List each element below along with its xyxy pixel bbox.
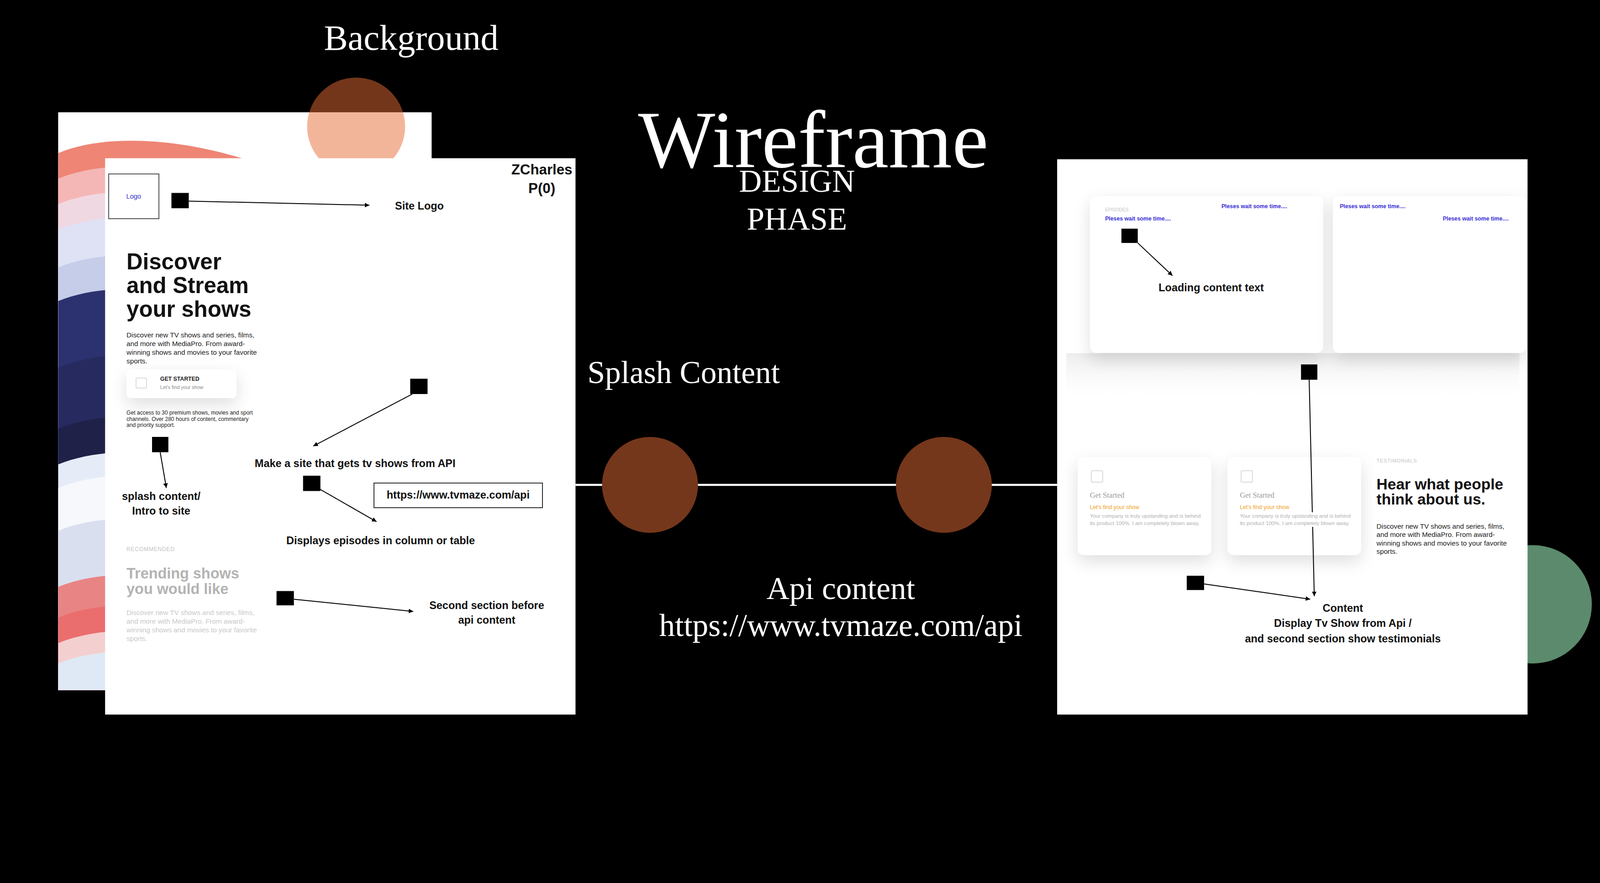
card-text: Your company is truly upstanding and is … <box>1089 512 1205 528</box>
leader-line <box>188 200 370 206</box>
page-title: Wireframe <box>638 99 989 181</box>
annotation: Content <box>1322 601 1364 615</box>
section-label: Splash Content <box>587 354 780 391</box>
hero-heading: Discover and Stream your shows <box>126 249 258 321</box>
callout-square <box>1121 228 1138 243</box>
checkbox-icon <box>1240 470 1253 483</box>
fine-print: Get access to 30 premium shows, movies a… <box>126 410 258 429</box>
annotation: Site Logo <box>394 200 444 213</box>
author-note: ZCharles P(0) <box>508 161 576 199</box>
section-heading: Trending shows you would like <box>126 566 260 597</box>
callout-square <box>1300 364 1318 380</box>
url-box: https://www.tvmaze.com/api <box>373 482 543 509</box>
callout-square <box>303 475 321 492</box>
annotation: splash content/ Intro to site <box>112 489 211 519</box>
api-page-sheet <box>1057 159 1528 715</box>
section-label: Background <box>323 17 499 59</box>
card-subtitle: Let's find your show <box>1089 504 1140 511</box>
feature-card: Get StartedLet's find your showYour comp… <box>1077 457 1212 556</box>
timeline-dot <box>601 436 698 533</box>
logo-box: Logo <box>108 173 160 220</box>
loading-text: Pleses wait some time.... <box>1339 203 1406 210</box>
callout-square <box>171 193 189 209</box>
card-subtitle: Let's find your show <box>1239 504 1290 511</box>
annotation: and second section show testimonials <box>1244 632 1441 645</box>
callout-square <box>276 591 295 606</box>
episode-card: Pleses wait some time.... Pleses wait som… <box>1332 195 1527 353</box>
section-text: Discover new TV shows and series, films,… <box>126 608 266 643</box>
card-title: Get Started <box>1239 490 1275 500</box>
front-page: Discover and Stream your showsDiscover n… <box>105 157 576 715</box>
timeline-dot <box>895 436 992 533</box>
card-shadow-band <box>1066 353 1520 405</box>
section-label: Api content <box>766 570 916 608</box>
leader-line <box>313 394 413 447</box>
loading-text: Pleses wait some time.... <box>1221 203 1288 210</box>
cta-subtitle: Let's find your show <box>160 384 204 390</box>
section-heading: Hear what people think about us. <box>1376 476 1515 508</box>
leader-line <box>319 489 377 522</box>
leader-line <box>160 452 167 488</box>
loading-text: Pleses wait some time.... <box>1442 215 1509 222</box>
callout-square <box>1186 575 1205 590</box>
leader-line <box>294 599 414 612</box>
front-page-sheet <box>105 158 576 716</box>
episode-card: EPISODES Pleses wait some time.... Pleses … <box>1089 195 1324 353</box>
callout-square <box>410 378 428 395</box>
section-eyebrow: RECOMMENDED <box>126 546 175 553</box>
leader-lines <box>160 200 1315 612</box>
annotation: Loading content text <box>1158 281 1264 295</box>
leader-line <box>1137 242 1173 276</box>
leader-line <box>1309 379 1315 597</box>
loading-text: Pleses wait some time.... <box>1105 215 1171 222</box>
leader-line <box>1204 584 1311 600</box>
annotation: Displays episodes in column or table <box>286 534 475 548</box>
checkbox-icon <box>135 377 148 390</box>
section-eyebrow: TESTIMONIALS <box>1376 457 1418 464</box>
callout-markers <box>152 193 1318 606</box>
section-text: Discover new TV shows and series, films,… <box>1376 522 1512 556</box>
annotation: Make a site that gets tv shows from API <box>254 457 456 470</box>
url-text: https://www.tvmaze.com/api <box>386 489 530 502</box>
annotation: Display Tv Show from Api / <box>1273 617 1412 630</box>
cta-title: GET STARTED <box>160 375 200 383</box>
feature-card: Get StartedLet's find your showYour comp… <box>1227 457 1362 556</box>
hero-text: Discover new TV shows and series, films,… <box>126 330 266 366</box>
card-eyebrow: EPISODES <box>1105 207 1129 213</box>
card-title: Get Started <box>1089 490 1125 500</box>
card-text: Your company is truly upstanding and is … <box>1239 512 1354 528</box>
callout-square <box>152 436 169 453</box>
logo-text: Logo <box>126 192 142 201</box>
annotation: Second section before api content <box>421 598 553 628</box>
checkbox-icon <box>1090 470 1104 483</box>
section-label: https://www.tvmaze.com/api <box>659 607 1023 644</box>
cta-card: GET STARTEDLet's find your show <box>126 369 237 399</box>
